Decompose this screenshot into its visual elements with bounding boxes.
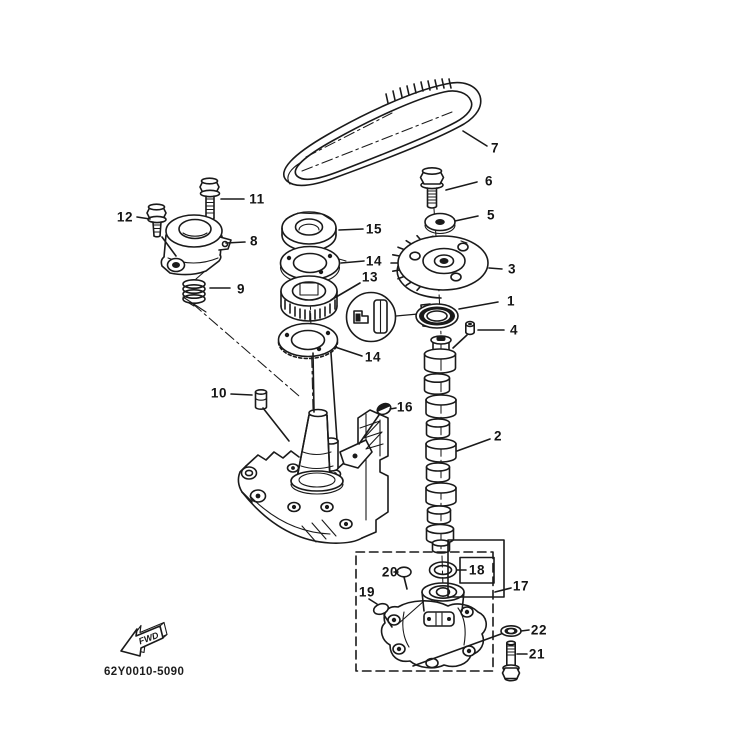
callout-18-highlighted: 18	[468, 562, 486, 578]
callout-17: 17	[512, 578, 530, 594]
belt-teeth	[385, 78, 452, 104]
callout-13: 13	[361, 269, 379, 285]
callout-10: 10	[210, 385, 228, 401]
part-19-seal-ring	[372, 602, 390, 616]
callout-2: 2	[493, 428, 503, 444]
callout-7: 7	[490, 140, 500, 156]
callout-14-upper: 14	[365, 253, 383, 269]
callout-21: 21	[528, 646, 546, 662]
callout-14-lower: 14	[364, 349, 382, 365]
part-3-driven-sprocket	[390, 234, 489, 299]
callout-16: 16	[396, 399, 414, 415]
part-2-camshaft	[423, 335, 457, 554]
part-16-plug	[376, 402, 392, 416]
part-6-bolt	[419, 167, 445, 209]
part-11-bolt	[199, 177, 221, 221]
part-21-bolt	[501, 640, 521, 682]
part-4-dowel-pin	[464, 320, 475, 336]
part-14-washer-upper	[279, 245, 347, 285]
callout-11: 11	[249, 191, 265, 207]
part-22-washer	[500, 624, 522, 637]
callout-9: 9	[236, 281, 246, 297]
callout-3: 3	[507, 261, 517, 277]
part-13-drive-bushing	[280, 275, 338, 322]
red-highlight-box	[459, 556, 495, 584]
callout-6: 6	[484, 173, 494, 189]
fwd-arrow-icon: FWD	[120, 621, 168, 657]
callout-15: 15	[365, 221, 383, 237]
part-9-spring	[182, 271, 207, 313]
callout-19: 19	[358, 584, 376, 600]
callout-4: 4	[509, 322, 519, 338]
callout-20: 20	[381, 564, 399, 580]
engine-block	[237, 408, 389, 544]
callout-12: 12	[116, 209, 134, 225]
part-14-washer-lower	[277, 322, 339, 360]
dashed-assembly-box	[355, 551, 494, 672]
highlight-overlay	[447, 539, 505, 598]
part-1-oil-seal	[415, 303, 459, 329]
part-20-o-ring	[396, 566, 412, 578]
part-7-timing-belt	[283, 78, 482, 187]
drawing-number: 62Y0010-5090	[104, 666, 185, 678]
part-10-dowel-pin	[254, 388, 268, 410]
callout-8: 8	[249, 233, 259, 249]
oil-pump-assembly	[380, 582, 487, 669]
part-8-tensioner	[160, 214, 232, 276]
callout-22: 22	[530, 622, 548, 638]
callout-5: 5	[486, 207, 496, 223]
part-15-nut	[281, 211, 337, 252]
part-5-washer	[424, 212, 456, 235]
part-18-o-ring	[428, 561, 458, 579]
leader-lines	[136, 130, 530, 667]
part-12-bolt	[146, 203, 167, 238]
callout-1: 1	[506, 293, 516, 309]
